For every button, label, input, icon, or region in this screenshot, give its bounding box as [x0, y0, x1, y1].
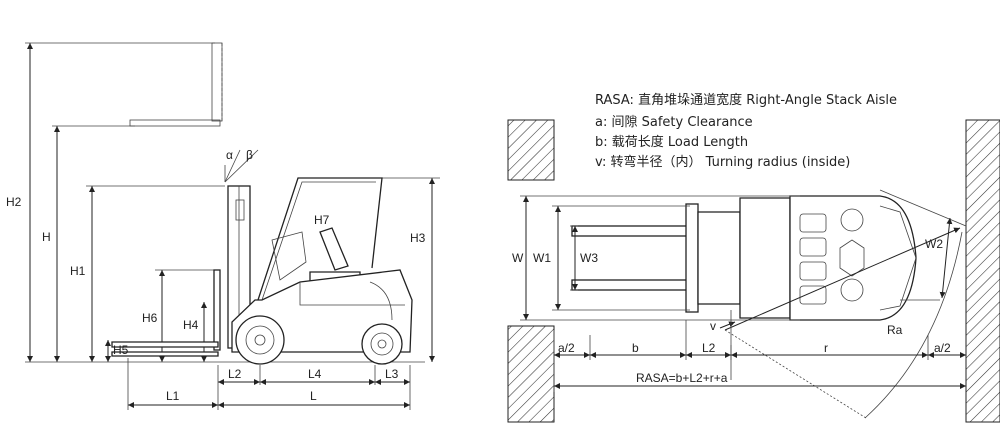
- overhead-guard: [257, 177, 383, 301]
- label-a-half-left: a/2: [558, 341, 575, 355]
- width-dimensions: [520, 189, 967, 321]
- horizontal-dimensions: [127, 358, 411, 410]
- legend-item-b: b: 载荷长度 Load Length: [595, 134, 748, 150]
- label-h3: H3: [410, 231, 426, 245]
- wall-upper-left: [507, 119, 555, 181]
- label-h2: H2: [6, 195, 22, 209]
- legend: RASA: 直角堆垛通道宽度 Right-Angle Stack Aisle a…: [595, 92, 897, 170]
- extended-mast-outline: [129, 42, 223, 127]
- label-w1: W1: [533, 251, 551, 265]
- label-h5: H5: [113, 343, 129, 357]
- rear-wheel: [361, 323, 403, 365]
- wall-lower-left: [507, 325, 555, 423]
- front-wheel: [235, 315, 285, 365]
- label-w2: W2: [925, 237, 943, 251]
- legend-item-rasa: RASA: 直角堆垛通道宽度 Right-Angle Stack Aisle: [595, 92, 897, 108]
- label-h6: H6: [142, 311, 158, 325]
- label-w3: W3: [580, 251, 598, 265]
- label-l2: L2: [228, 367, 242, 381]
- wall-right: [965, 119, 1000, 423]
- legend-item-a: a: 间隙 Safety Clearance: [595, 115, 753, 130]
- label-l1: L1: [166, 389, 180, 403]
- label-l2-top: L2: [702, 341, 716, 355]
- label-l: L: [310, 389, 317, 403]
- aisle-dimensions: [553, 320, 966, 392]
- legend-item-v: v: 转弯半径（内） Turning radius (inside): [595, 154, 850, 170]
- label-l3: L3: [385, 367, 399, 381]
- top-view: RASA: 直角堆垛通道宽度 Right-Angle Stack Aisle a…: [507, 92, 1000, 423]
- label-h1: H1: [70, 264, 86, 278]
- label-h4: H4: [183, 318, 199, 332]
- label-v: v: [710, 319, 716, 333]
- label-w: W: [512, 251, 524, 265]
- truck-top-outline: [685, 195, 917, 321]
- label-h: H: [42, 230, 51, 244]
- label-h7: H7: [314, 213, 330, 227]
- top-view-labels: W W1 W3 W2 Ra v a/2 b L2 r a/2 RASA=b+L2…: [512, 237, 951, 385]
- label-l4: L4: [308, 367, 322, 381]
- label-beta: β: [246, 148, 253, 162]
- label-alpha: α: [226, 148, 233, 162]
- label-rasa-formula: RASA=b+L2+r+a: [636, 371, 728, 385]
- walls: [507, 119, 1000, 423]
- side-view-labels: H2 H H1 H6 H4 H5 H7 H3 α β L2 L4 L3 L1 L: [6, 148, 426, 403]
- label-a-half-right: a/2: [934, 341, 951, 355]
- label-ra: Ra: [887, 323, 903, 337]
- label-b: b: [632, 341, 639, 355]
- side-view: H2 H H1 H6 H4 H5 H7 H3 α β L2 L4 L3 L1 L: [6, 42, 440, 410]
- label-r: r: [824, 341, 828, 355]
